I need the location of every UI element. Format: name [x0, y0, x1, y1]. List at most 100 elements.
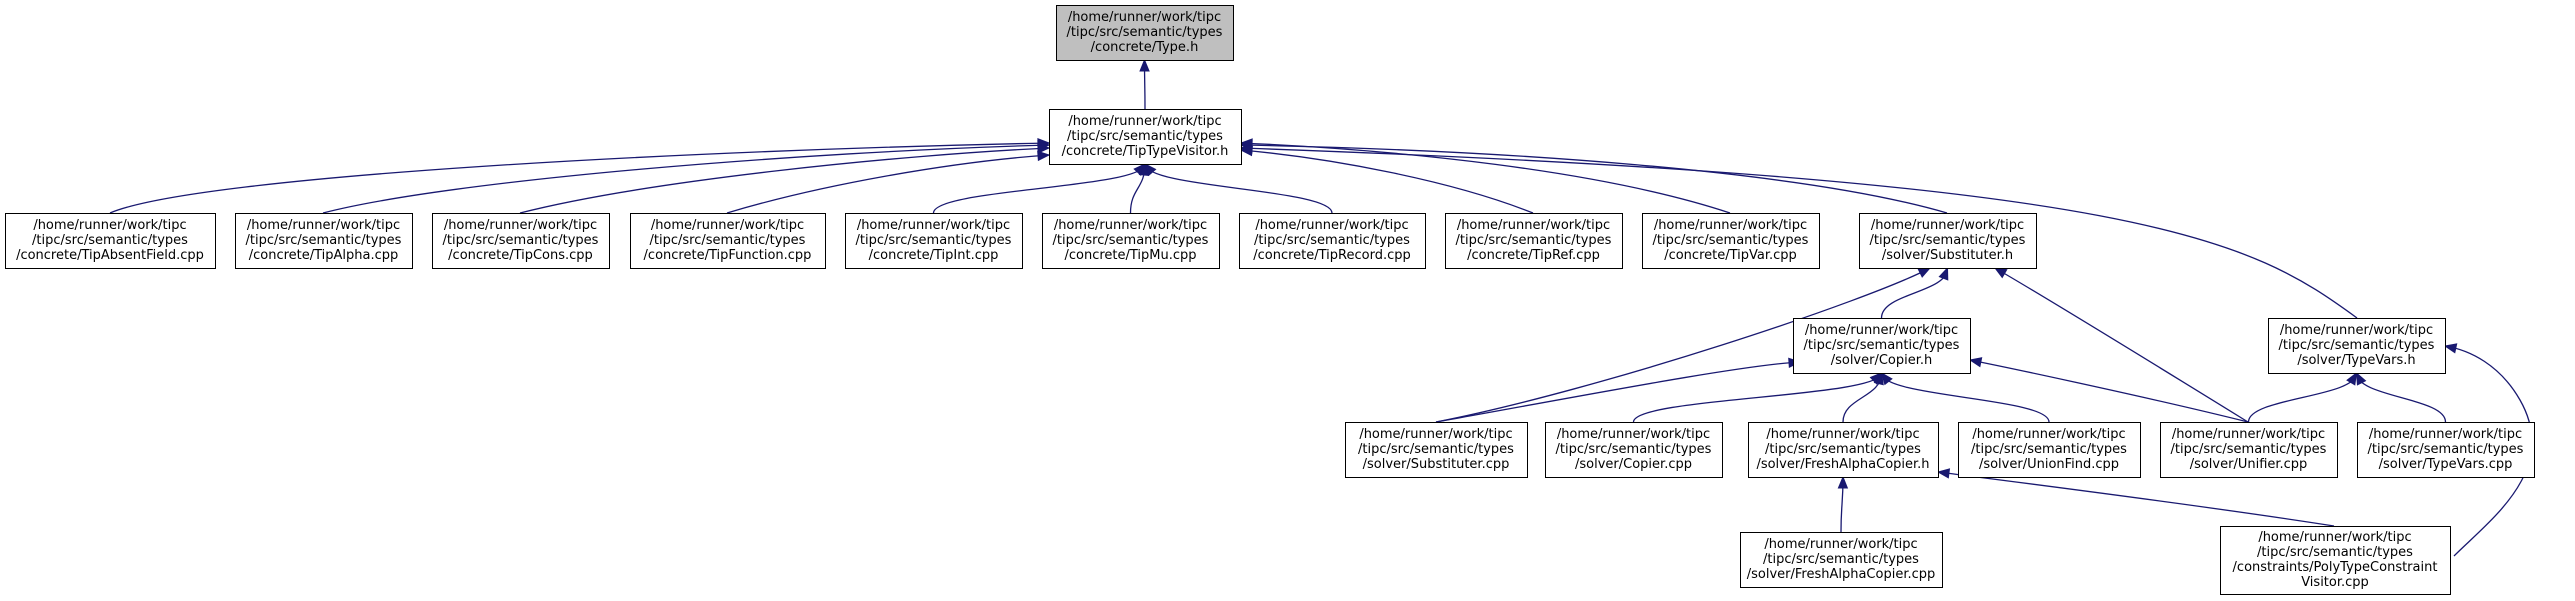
node-freshalphacopier-cpp[interactable]: /home/runner/work/tipc/tipc/src/semantic…	[1740, 532, 1943, 588]
node-label-line: /home/runner/work/tipc	[247, 218, 400, 233]
node-box	[845, 213, 1023, 269]
edge-tipref-cpp-to-tiptypevisitor-h	[1239, 145, 1534, 214]
node-box	[235, 213, 413, 269]
node-label-line: /home/runner/work/tipc	[1805, 323, 1958, 338]
node-tipfunction-cpp[interactable]: /home/runner/work/tipc/tipc/src/semantic…	[630, 213, 826, 269]
node-typevars-cpp[interactable]: /home/runner/work/tipc/tipc/src/semantic…	[2357, 422, 2535, 478]
node-box	[1345, 422, 1528, 478]
arrowhead	[1837, 475, 1849, 489]
node-tiptypevisitor-h[interactable]: /home/runner/work/tipc/tipc/src/semantic…	[1049, 109, 1242, 165]
node-label-line: /tipc/src/semantic/types	[856, 233, 1012, 248]
edge-typevars-h-to-tiptypevisitor-h	[1239, 143, 2358, 319]
node-label-line: /constraints/PolyTypeConstraint	[2233, 560, 2438, 575]
nodes-layer: /home/runner/work/tipc/tipc/src/semantic…	[5, 5, 2535, 595]
node-tipref-cpp[interactable]: /home/runner/work/tipc/tipc/src/semantic…	[1445, 213, 1623, 269]
arrowhead	[2346, 371, 2358, 386]
node-label-line: /concrete/TipFunction.cpp	[644, 248, 812, 263]
node-label-line: /home/runner/work/tipc	[1054, 218, 1207, 233]
node-box	[2220, 526, 2451, 595]
arrowhead	[1917, 267, 1932, 278]
edge-freshalphacopier-cpp-to-freshalphacopier-h	[1837, 475, 1849, 533]
node-label-line: /tipc/src/semantic/types	[650, 233, 806, 248]
node-label-line: /tipc/src/semantic/types	[246, 233, 402, 248]
node-type-h[interactable]: /home/runner/work/tipc/tipc/src/semantic…	[1056, 5, 1234, 61]
edge-tiprecord-cpp-to-tiptypevisitor-h	[1144, 162, 1333, 214]
node-box	[1748, 422, 1939, 478]
node-substituter-h[interactable]: /home/runner/work/tipc/tipc/src/semantic…	[1859, 213, 2037, 269]
edge-line	[2355, 372, 2447, 423]
node-label-line: /home/runner/work/tipc	[2172, 427, 2325, 442]
edge-tipcons-cpp-to-tiptypevisitor-h	[519, 143, 1051, 214]
node-box	[1049, 109, 1242, 165]
node-label-line: /tipc/src/semantic/types	[1053, 233, 1209, 248]
node-label-line: /solver/FreshAlphaCopier.cpp	[1747, 567, 1936, 582]
edge-unifier-cpp-to-copier-h	[1968, 357, 2249, 423]
node-label-line: /tipc/src/semantic/types	[1763, 552, 1919, 567]
node-unifier-cpp[interactable]: /home/runner/work/tipc/tipc/src/semantic…	[2160, 422, 2338, 478]
node-substituter-cpp[interactable]: /home/runner/work/tipc/tipc/src/semantic…	[1345, 422, 1528, 478]
node-polytypeconstraintvisitor-cpp[interactable]: /home/runner/work/tipc/tipc/src/semantic…	[2220, 526, 2451, 595]
arrowhead	[1037, 143, 1051, 154]
edge-tipfunction-cpp-to-tiptypevisitor-h	[726, 150, 1051, 214]
node-freshalphacopier-h[interactable]: /home/runner/work/tipc/tipc/src/semantic…	[1748, 422, 1939, 478]
node-box	[2268, 318, 2446, 374]
node-unionfind-cpp[interactable]: /home/runner/work/tipc/tipc/src/semantic…	[1958, 422, 2141, 478]
node-box	[1859, 213, 2037, 269]
node-label-line: /tipc/src/semantic/types	[1067, 25, 1223, 40]
node-tipvar-cpp[interactable]: /home/runner/work/tipc/tipc/src/semantic…	[1642, 213, 1820, 269]
node-box	[1042, 213, 1220, 269]
arrowhead	[1239, 143, 1253, 154]
node-label-line: /solver/TypeVars.cpp	[2379, 457, 2513, 472]
edge-line	[519, 147, 1050, 214]
arrowhead	[2443, 343, 2458, 354]
node-label-line: /concrete/TipTypeVisitor.h	[1062, 144, 1229, 159]
node-label-line: /tipc/src/semantic/types	[1067, 129, 1223, 144]
arrowhead	[1936, 468, 1951, 479]
arrowhead	[1037, 150, 1051, 162]
node-label-line: /concrete/TipAlpha.cpp	[249, 248, 399, 263]
edge-line	[322, 144, 1050, 214]
node-label-line: /home/runner/work/tipc	[1557, 427, 1710, 442]
node-box	[1642, 213, 1820, 269]
node-tipcons-cpp[interactable]: /home/runner/work/tipc/tipc/src/semantic…	[432, 213, 610, 269]
node-label-line: /solver/Unifier.cpp	[2190, 457, 2308, 472]
node-tipint-cpp[interactable]: /home/runner/work/tipc/tipc/src/semantic…	[845, 213, 1023, 269]
node-copier-h[interactable]: /home/runner/work/tipc/tipc/src/semantic…	[1793, 318, 1971, 374]
node-box	[1239, 213, 1426, 269]
node-label-line: /home/runner/work/tipc	[2369, 427, 2522, 442]
edge-unionfind-cpp-to-copier-h	[1880, 371, 2050, 423]
node-label-line: /tipc/src/semantic/types	[2368, 442, 2524, 457]
edge-line	[1435, 267, 1931, 423]
node-label-line: /concrete/TipAbsentField.cpp	[16, 248, 204, 263]
edge-line	[1435, 361, 1801, 423]
node-label-line: /home/runner/work/tipc	[2280, 323, 2433, 338]
edge-polytypeconstraintvisitor-cpp-to-typevars-h	[2443, 343, 2533, 557]
node-tipmu-cpp[interactable]: /home/runner/work/tipc/tipc/src/semantic…	[1042, 213, 1220, 269]
node-label-line: /concrete/Type.h	[1091, 40, 1199, 55]
node-label-line: /concrete/TipCons.cpp	[448, 248, 593, 263]
arrowhead	[1144, 162, 1157, 177]
node-label-line: /tipc/src/semantic/types	[1804, 338, 1960, 353]
node-tiprecord-cpp[interactable]: /home/runner/work/tipc/tipc/src/semantic…	[1239, 213, 1426, 269]
node-label-line: /home/runner/work/tipc	[1972, 427, 2125, 442]
edge-line	[1240, 147, 2358, 319]
edge-line	[2247, 372, 2358, 423]
node-label-line: /concrete/TipMu.cpp	[1064, 248, 1196, 263]
node-label-line: /concrete/TipRef.cpp	[1467, 248, 1600, 263]
node-label-line: /solver/FreshAlphaCopier.h	[1756, 457, 1929, 472]
node-copier-cpp[interactable]: /home/runner/work/tipc/tipc/src/semantic…	[1545, 422, 1723, 478]
edge-tipint-cpp-to-tiptypevisitor-h	[932, 163, 1146, 214]
node-typevars-h[interactable]: /home/runner/work/tipc/tipc/src/semantic…	[2268, 318, 2446, 374]
node-label-line: /home/runner/work/tipc	[1255, 218, 1408, 233]
node-label-line: /tipc/src/semantic/types	[1971, 442, 2127, 457]
node-box	[2357, 422, 2535, 478]
edge-line	[1632, 372, 1883, 423]
node-tipabsentfield-cpp[interactable]: /home/runner/work/tipc/tipc/src/semantic…	[5, 213, 216, 269]
node-tipalpha-cpp[interactable]: /home/runner/work/tipc/tipc/src/semantic…	[235, 213, 413, 269]
arrowhead	[1968, 357, 1983, 368]
node-label-line: /home/runner/work/tipc	[33, 218, 186, 233]
node-label-line: /tipc/src/semantic/types	[1358, 442, 1514, 457]
node-label-line: /home/runner/work/tipc	[857, 218, 1010, 233]
edge-freshalphacopier-h-to-copier-h	[1842, 371, 1884, 423]
node-box	[630, 213, 826, 269]
